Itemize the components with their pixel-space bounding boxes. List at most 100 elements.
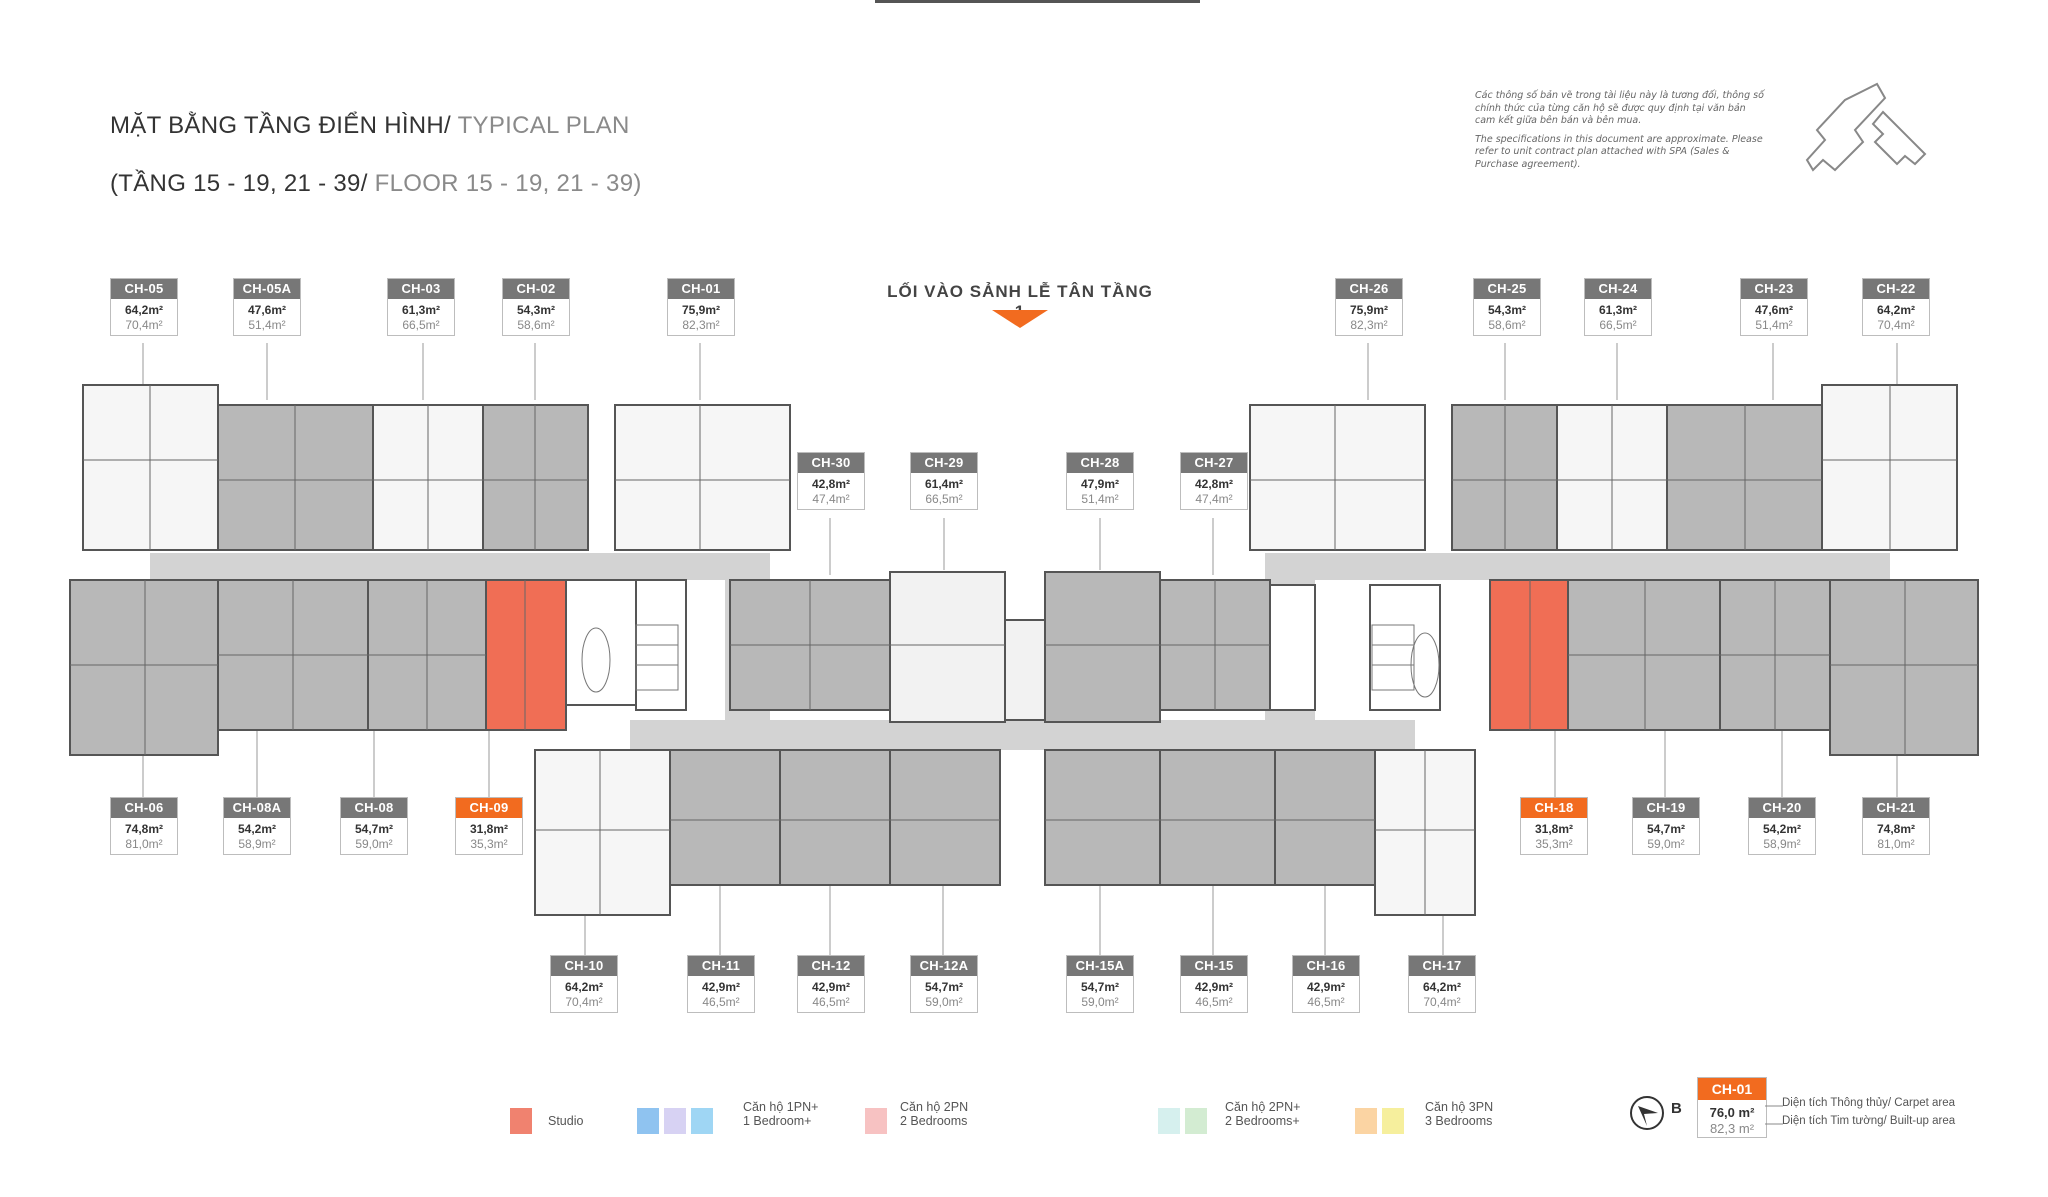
unit-carpet-area: 47,6m² [247, 303, 287, 317]
unit-code: CH-10 [551, 956, 617, 976]
unit-built-area: 35,3m² [470, 837, 508, 851]
unit-code: CH-19 [1633, 798, 1699, 818]
disclaimer-note: Các thông số bản vẽ trong tài liệu này l… [1475, 90, 1765, 177]
floors-vi: (TẦNG 15 - 19, 21 - 39/ [110, 170, 375, 197]
unit-built-area: 59,0m² [1647, 837, 1685, 851]
unit-code: CH-09 [456, 798, 522, 818]
unit-carpet-area: 54,7m² [924, 980, 964, 994]
sample-unit-code: CH-01 [1698, 1078, 1766, 1100]
unit-carpet-area: 47,6m² [1754, 303, 1794, 317]
unit-code: CH-15A [1067, 956, 1133, 976]
unit-built-area: 46,5m² [812, 995, 850, 1009]
unit-built-area: 46,5m² [1195, 995, 1233, 1009]
leader-lines [142, 343, 1898, 958]
disclaimer-en: The specifications in this document are … [1475, 133, 1763, 170]
unit-built-area: 70,4m² [565, 995, 603, 1009]
unit-code: CH-12 [798, 956, 864, 976]
two-bed-plus-swatch-2 [1185, 1108, 1207, 1134]
legend-2pn-plus-en: 2 Bedrooms+ [1225, 1114, 1300, 1128]
unit-carpet-area: 42,9m² [811, 980, 851, 994]
legend-1pn-en: 1 Bedroom+ [743, 1114, 812, 1128]
two-bed-swatch [865, 1108, 887, 1134]
unit-carpet-area: 64,2m² [124, 303, 164, 317]
unit-built-area: 51,4m² [1081, 492, 1119, 506]
unit-carpet-area: 61,3m² [1598, 303, 1638, 317]
unit-code: CH-21 [1863, 798, 1929, 818]
unit-carpet-area: 64,2m² [564, 980, 604, 994]
unit-carpet-area: 31,8m² [469, 822, 509, 836]
unit-built-area: 70,4m² [125, 318, 163, 332]
unit-carpet-area: 61,3m² [401, 303, 441, 317]
sample-unit-carpet: 76,0 m² [1709, 1105, 1755, 1120]
room-walls [70, 385, 1978, 915]
page-title: MẶT BẰNG TẦNG ĐIỂN HÌNH/ TYPICAL PLAN [110, 112, 630, 140]
legend: Studio Căn hộ 1PN+ 1 Bedroom+ Căn hộ 2PN… [0, 1100, 2048, 1160]
keymap-icon [1805, 82, 1927, 172]
unit-carpet-area: 54,2m² [237, 822, 277, 836]
unit-carpet-area: 47,9m² [1080, 477, 1120, 491]
page-subtitle: (TẦNG 15 - 19, 21 - 39/ FLOOR 15 - 19, 2… [110, 170, 642, 198]
unit-code: CH-05 [111, 279, 177, 299]
studio-swatch [510, 1108, 532, 1134]
stair-cores [581, 624, 1440, 698]
title-en: TYPICAL PLAN [457, 112, 630, 139]
unit-carpet-area: 54,3m² [516, 303, 556, 317]
unit-carpet-area: 42,9m² [1306, 980, 1346, 994]
unit-code: CH-16 [1293, 956, 1359, 976]
legend-2pn-en: 2 Bedrooms [900, 1114, 968, 1128]
unit-code: CH-11 [688, 956, 754, 976]
unit-code: CH-01 [668, 279, 734, 299]
legend-3pn-vi: Căn hộ 3PN [1425, 1100, 1494, 1114]
unit-built-area: 47,4m² [812, 492, 850, 506]
three-bed-swatch-2 [1382, 1108, 1404, 1134]
unit-code: CH-03 [388, 279, 454, 299]
unit-code: CH-20 [1749, 798, 1815, 818]
sample-unit-label: CH-01 76,0 m² 82,3 m² [1697, 1077, 1767, 1138]
unit-carpet-area: 74,8m² [124, 822, 164, 836]
unit-code: CH-15 [1181, 956, 1247, 976]
legend-1pn-vi: Căn hộ 1PN+ [743, 1100, 819, 1114]
unit-built-area: 66,5m² [925, 492, 963, 506]
unit-code: CH-25 [1474, 279, 1540, 299]
unit-built-area: 51,4m² [248, 318, 286, 332]
unit-carpet-area: 61,4m² [924, 477, 964, 491]
unit-built-area: 51,4m² [1755, 318, 1793, 332]
unit-built-area: 81,0m² [1877, 837, 1915, 851]
unit-code: CH-08A [224, 798, 290, 818]
unit-code: CH-05A [234, 279, 300, 299]
unit-carpet-area: 75,9m² [1349, 303, 1389, 317]
unit-code: CH-24 [1585, 279, 1651, 299]
unit-built-area: 81,0m² [125, 837, 163, 851]
unit-code: CH-18 [1521, 798, 1587, 818]
unit-carpet-area: 74,8m² [1876, 822, 1916, 836]
unit-code: CH-12A [911, 956, 977, 976]
legend-studio-label: Studio [548, 1114, 584, 1128]
unit-code: CH-29 [911, 453, 977, 473]
one-bed-plus-swatch-3 [691, 1108, 713, 1134]
unit-code: CH-17 [1409, 956, 1475, 976]
unit-carpet-area: 64,2m² [1422, 980, 1462, 994]
unit-built-area: 46,5m² [702, 995, 740, 1009]
unit-carpet-area: 42,9m² [1194, 980, 1234, 994]
floors-en: FLOOR 15 - 19, 21 - 39) [374, 170, 642, 197]
unit-code: CH-23 [1741, 279, 1807, 299]
unit-carpet-area: 54,7m² [1080, 980, 1120, 994]
